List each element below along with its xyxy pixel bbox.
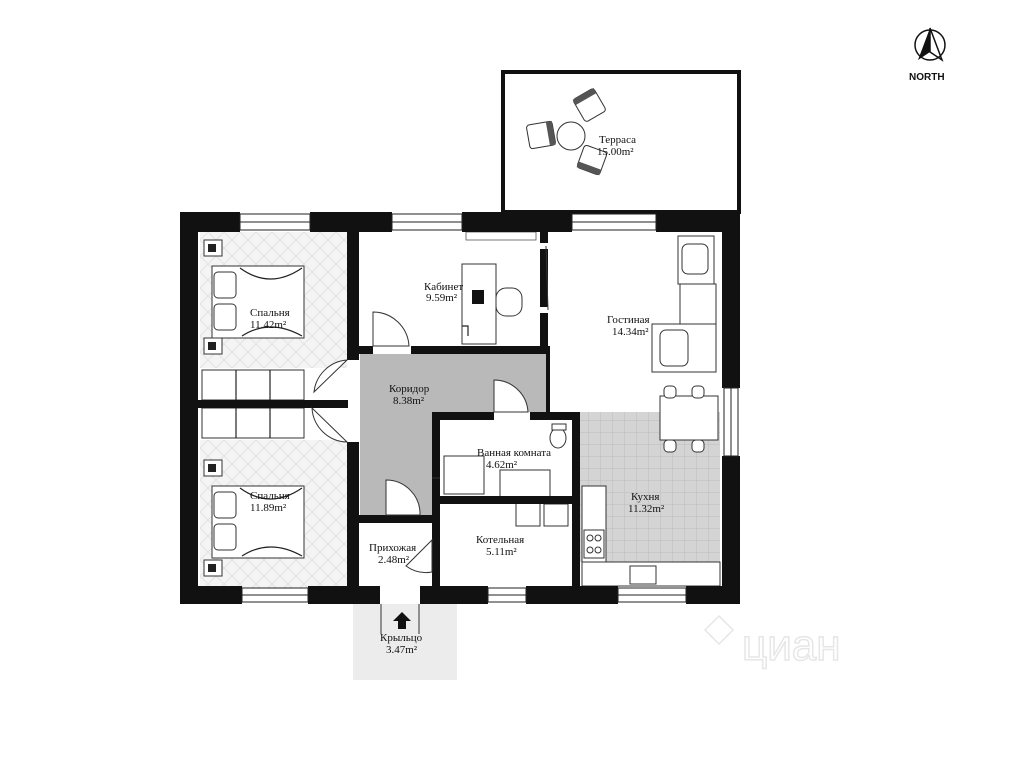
room-area-living: 14.34m² <box>612 326 649 338</box>
bedroom2-furniture <box>203 459 305 577</box>
bedroom1-furniture <box>203 239 305 355</box>
room-name-kitchen: Кухня <box>631 491 659 503</box>
room-name-study: Кабинет <box>424 281 463 293</box>
room-labels: Терраса 15.00m² Спальня 11.42m² Кабинет … <box>250 134 665 656</box>
room-area-bedroom1: 11.42m² <box>250 319 287 331</box>
wardrobes <box>201 369 305 439</box>
north-compass: NORTH <box>909 27 946 83</box>
north-label: NORTH <box>909 72 945 83</box>
room-name-terrace: Терраса <box>599 134 636 146</box>
kitchen-furniture <box>581 485 721 587</box>
bathroom-fixtures <box>443 423 567 499</box>
room-name-living: Гостиная <box>607 314 650 326</box>
room-area-terrace: 15.00m² <box>597 146 634 158</box>
room-area-kitchen: 11.32m² <box>628 503 665 515</box>
floors <box>200 72 739 680</box>
room-area-corridor: 8.38m² <box>393 395 425 407</box>
terrace-outline <box>501 70 741 214</box>
room-name-porch: Крыльцо <box>380 632 423 644</box>
room-area-bathroom: 4.62m² <box>486 459 518 471</box>
room-area-porch: 3.47m² <box>386 644 418 656</box>
walls <box>180 212 740 604</box>
room-name-boiler: Котельная <box>476 534 524 546</box>
room-area-bedroom2: 11.89m² <box>250 502 287 514</box>
watermark-text: циан <box>742 621 841 670</box>
room-name-corridor: Коридор <box>389 383 430 395</box>
watermark: циан <box>703 614 841 671</box>
boiler-fixtures <box>515 499 569 527</box>
study-furniture <box>461 231 537 345</box>
entrance-arrow-icon <box>393 612 411 629</box>
room-area-hallway: 2.48m² <box>378 554 410 566</box>
living-furniture <box>651 235 719 453</box>
terrace-furniture <box>526 87 608 176</box>
windows <box>239 213 739 603</box>
room-name-hallway: Прихожая <box>369 542 416 554</box>
room-name-bathroom: Ванная комната <box>477 447 551 459</box>
room-name-bedroom2: Спальня <box>250 490 290 502</box>
north-arrow-icon <box>914 27 946 62</box>
room-area-boiler: 5.11m² <box>486 546 517 558</box>
doors <box>311 243 549 634</box>
room-name-bedroom1: Спальня <box>250 307 290 319</box>
room-area-study: 9.59m² <box>426 292 458 304</box>
